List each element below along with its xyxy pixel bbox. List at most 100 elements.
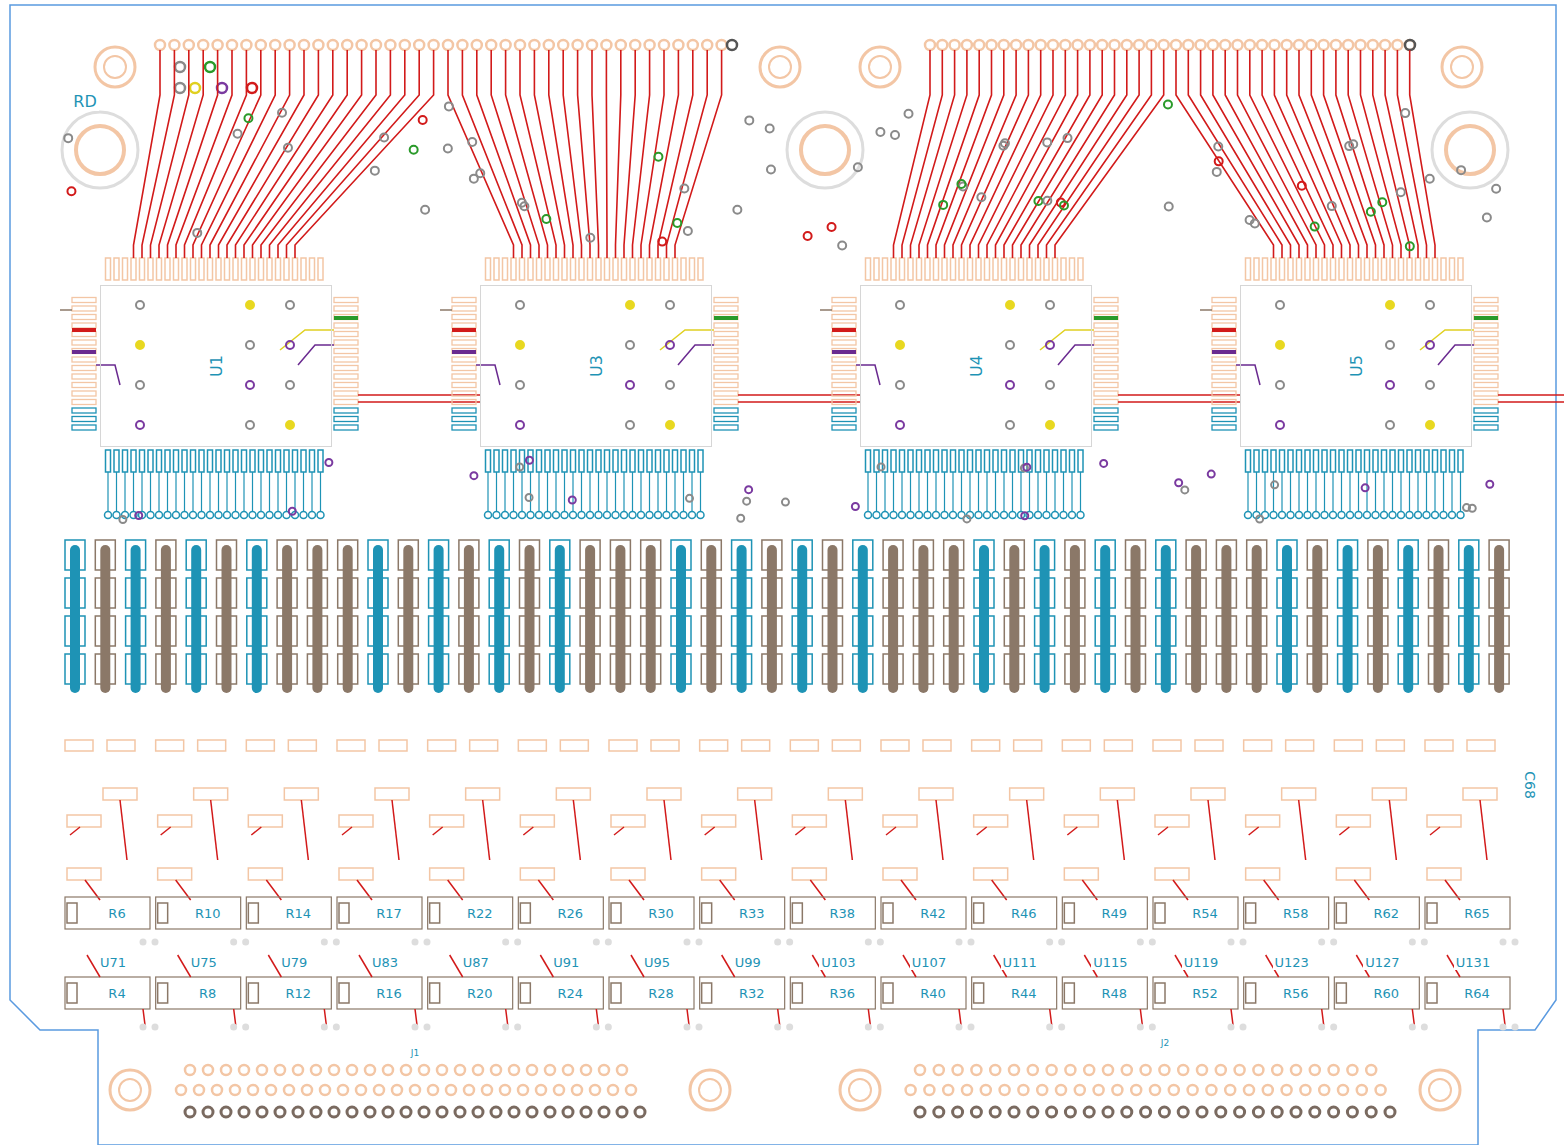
trace — [1332, 472, 1333, 512]
connector-pad — [1272, 1107, 1282, 1117]
smd-pin — [673, 450, 678, 472]
smd-pin — [165, 258, 170, 280]
smd-pin — [1474, 315, 1498, 320]
smd-pad — [611, 815, 645, 827]
via — [1318, 939, 1325, 946]
trace — [185, 50, 247, 258]
trace — [433, 827, 443, 835]
trace — [298, 345, 334, 365]
via — [629, 512, 636, 519]
via — [516, 381, 524, 389]
smd-pin — [301, 258, 306, 280]
via — [1100, 460, 1107, 467]
smd-pin — [605, 450, 610, 472]
smd-pin — [630, 258, 635, 280]
via — [173, 512, 180, 519]
silkscreen-label: R22 — [465, 906, 495, 921]
trace — [440, 309, 452, 311]
trace — [1118, 401, 1240, 403]
trace — [738, 401, 860, 403]
trace — [936, 50, 992, 258]
via — [135, 512, 142, 519]
trace — [1256, 472, 1257, 512]
via — [1330, 1024, 1337, 1031]
trace — [1373, 50, 1410, 258]
resistor-pad — [248, 983, 258, 1003]
smd-pin — [1212, 366, 1236, 371]
smd-pin — [334, 374, 358, 379]
trace — [935, 472, 936, 512]
connector-pad — [962, 1085, 972, 1095]
connector-pad — [599, 1065, 609, 1075]
trace — [295, 50, 434, 258]
trace — [175, 472, 176, 512]
smd-pin — [622, 450, 627, 472]
via — [247, 83, 257, 93]
trace — [1038, 50, 1139, 258]
connector-pad — [554, 1085, 564, 1095]
smd-pin — [242, 258, 247, 280]
smd-pin — [301, 450, 306, 472]
smd-pad — [156, 740, 184, 751]
trace — [141, 472, 142, 512]
connector-pad — [630, 40, 640, 50]
silkscreen-label: R52 — [1190, 986, 1220, 1001]
connector-pad — [257, 1107, 267, 1117]
via — [1483, 214, 1491, 222]
silkscreen-label: U127 — [1363, 955, 1401, 970]
via — [933, 512, 940, 519]
smd-pin — [832, 357, 856, 362]
connector-pad — [1056, 1085, 1066, 1095]
connector-pad — [1159, 40, 1169, 50]
trace — [1050, 1009, 1052, 1025]
connector-pad — [1065, 1065, 1075, 1075]
trace — [60, 309, 72, 311]
connector-pad — [1094, 1085, 1104, 1095]
smd-pin — [1094, 425, 1118, 430]
smd-pin — [1280, 450, 1285, 472]
smd-pin — [72, 323, 96, 328]
connector-pad — [473, 1065, 483, 1075]
trace — [1299, 800, 1306, 860]
connector-pad — [1291, 1065, 1301, 1075]
trace — [448, 50, 514, 258]
connector-pad — [635, 1107, 645, 1117]
trace — [167, 472, 168, 512]
connector-pad — [473, 1107, 483, 1117]
smd-pin — [1212, 306, 1236, 311]
via — [612, 512, 619, 519]
trace — [452, 350, 476, 354]
smd-pad — [430, 868, 464, 880]
smd-pin — [1094, 366, 1118, 371]
via — [957, 180, 965, 188]
smd-pin — [1288, 450, 1293, 472]
connector-pad — [347, 1065, 357, 1075]
connector-pad — [371, 40, 381, 50]
smd-pad — [881, 740, 909, 751]
capacitor-pad — [252, 550, 262, 688]
capacitor-pad — [706, 550, 716, 688]
connector-pad — [529, 40, 539, 50]
smd-pin — [925, 258, 930, 280]
via — [289, 508, 296, 515]
via — [1034, 197, 1042, 205]
trace — [902, 50, 942, 258]
via — [502, 1024, 509, 1031]
trace — [358, 401, 480, 403]
smd-pin — [486, 258, 491, 280]
smd-pin — [942, 450, 947, 472]
connector-pad — [455, 1107, 465, 1117]
smd-pin — [1433, 258, 1438, 280]
connector-pad — [1310, 1065, 1320, 1075]
via — [1313, 512, 1320, 519]
via — [1240, 1024, 1247, 1031]
smd-pin — [1416, 258, 1421, 280]
smd-pin — [276, 450, 281, 472]
smd-pin — [1314, 258, 1319, 280]
connector-pad — [1357, 1085, 1367, 1095]
trace — [72, 328, 96, 332]
connector-pad — [472, 40, 482, 50]
via — [1421, 939, 1428, 946]
via — [963, 515, 970, 522]
smd-pin — [157, 450, 162, 472]
